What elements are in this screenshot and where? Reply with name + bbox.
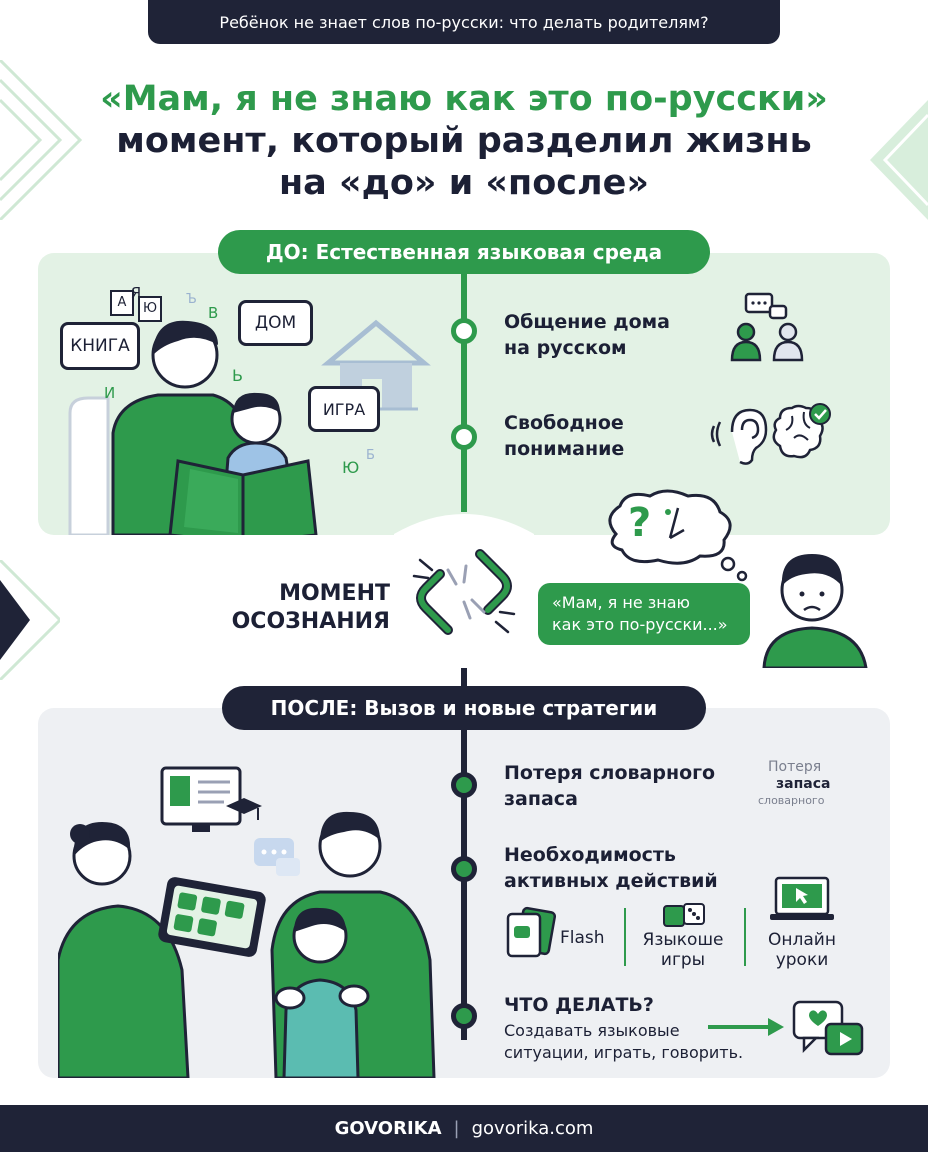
people-talking-icon bbox=[730, 292, 804, 362]
headline-line-2: момент, который разделил жизнь bbox=[116, 121, 812, 161]
before-item-understanding: Свободное понимание bbox=[504, 412, 625, 460]
strategy-online-label: Онлайн уроки bbox=[768, 930, 836, 970]
flashcards-icon bbox=[506, 906, 556, 958]
confused-child-illustration bbox=[762, 554, 868, 668]
before-section-pill: ДО: Естественная языковая среда bbox=[218, 230, 710, 274]
ear-brain-icon bbox=[710, 403, 831, 465]
timeline-after bbox=[461, 730, 467, 1040]
left-chevron-decoration bbox=[0, 60, 83, 220]
monitor-graduation-icon bbox=[160, 766, 262, 832]
after-item-active-actions: Необходимость активных действий bbox=[504, 844, 718, 892]
todo-title: ЧТО ДЕЛАТЬ? bbox=[504, 994, 654, 1016]
broken-chain-icon bbox=[412, 549, 516, 635]
after-item-vocabulary-loss: Потеря словарного запаса bbox=[504, 762, 716, 810]
timeline-before bbox=[461, 274, 467, 512]
timeline-connector bbox=[461, 668, 467, 694]
timeline-node bbox=[451, 772, 477, 798]
floating-letter: В bbox=[208, 304, 219, 322]
moment-circle-bg bbox=[394, 514, 534, 674]
thought-bubble-icon bbox=[608, 489, 748, 582]
word-bubble-home: ДОМ bbox=[238, 300, 313, 346]
strategy-divider bbox=[624, 908, 626, 966]
word-bubble-game: ИГРА bbox=[308, 386, 380, 432]
vocabulary-word-cloud: Потеря запаса словарного bbox=[758, 759, 831, 807]
letter-block: Я bbox=[130, 284, 142, 302]
header-title: Ребёнок не знает слов по-русски: что дел… bbox=[219, 12, 709, 32]
letter-block: Ю bbox=[138, 296, 162, 322]
floating-letter: Б bbox=[366, 448, 375, 463]
letter-dice-icon bbox=[663, 903, 705, 927]
header-bar: Ребёнок не знает слов по-русски: что дел… bbox=[148, 0, 780, 44]
strategy-games-label: Языкоше игры bbox=[642, 930, 724, 970]
tablet-icon bbox=[158, 877, 266, 957]
left-arrow-decoration bbox=[0, 560, 60, 680]
strategy-flash-label: Flash bbox=[560, 928, 605, 948]
after-section-pill: ПОСЛЕ: Вызов и новые стратегии bbox=[222, 686, 706, 730]
floating-letter: Ю bbox=[342, 458, 360, 477]
floating-letter: Ъ bbox=[186, 292, 197, 307]
timeline-node bbox=[451, 1003, 477, 1029]
word-bubble-book: КНИГА bbox=[60, 322, 140, 370]
right-chevron-decoration bbox=[870, 100, 928, 220]
footer-separator: | bbox=[453, 1118, 460, 1139]
strategy-divider bbox=[744, 908, 746, 966]
child-speech-bubble: «Мам, я не знаю как это по-русски...» bbox=[538, 583, 750, 645]
thought-question-mark: ? bbox=[628, 500, 652, 546]
floating-letter: И bbox=[104, 384, 116, 402]
laptop-icon bbox=[770, 876, 834, 920]
parents-with-child-illustration bbox=[58, 766, 436, 1078]
timeline-node bbox=[451, 318, 477, 344]
headline-quote: «Мам, я не знаю как это по-русски» bbox=[100, 79, 828, 119]
timeline-node bbox=[451, 856, 477, 882]
floating-letter: Ь bbox=[232, 366, 243, 385]
footer-brand: GOVORIKA bbox=[334, 1118, 442, 1139]
todo-description: Создавать языковые ситуации, играть, гов… bbox=[504, 1021, 744, 1062]
headline-line-3: на «до» и «после» bbox=[279, 163, 649, 203]
before-item-home-communication: Общение дома на русском bbox=[504, 311, 670, 359]
arrow-right-icon bbox=[708, 1018, 784, 1036]
letter-block: А bbox=[110, 290, 134, 316]
footer: GOVORIKA | govorika.com bbox=[0, 1105, 928, 1152]
footer-site-link[interactable]: govorika.com bbox=[471, 1118, 594, 1139]
moment-label: МОМЕНТ ОСОЗНАНИЯ bbox=[231, 581, 390, 634]
timeline-node bbox=[451, 424, 477, 450]
chat-video-icon bbox=[792, 1000, 864, 1056]
